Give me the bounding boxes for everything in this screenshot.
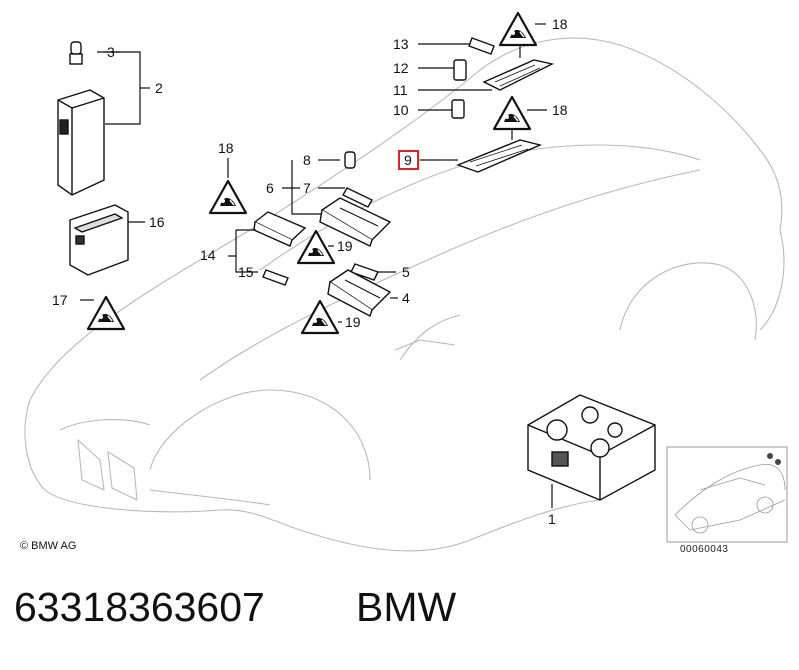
callout-8: 8 (303, 152, 311, 168)
bulb-3-icon (69, 41, 83, 65)
callout-2: 2 (155, 80, 163, 96)
warning-triangle-icon (300, 299, 340, 335)
diagram-reference-code: 00060043 (680, 544, 729, 555)
callout-18: 18 (218, 140, 234, 156)
callout-12: 12 (393, 60, 409, 76)
part-number: 63318363607 (14, 584, 265, 630)
callout-15: 15 (238, 264, 254, 280)
callout-17: 17 (52, 292, 68, 308)
lens-9-icon (456, 139, 543, 173)
callout-13: 13 (393, 36, 409, 52)
bulb-10-icon (451, 99, 465, 119)
callout-3: 3 (107, 44, 115, 60)
callout-14: 14 (200, 247, 216, 263)
callout-19: 19 (337, 238, 353, 254)
parts (57, 37, 656, 501)
callout-6: 6 (266, 180, 274, 196)
callout-16: 16 (149, 214, 165, 230)
lamp-14-icon (253, 211, 307, 247)
brand-name: BMW (356, 584, 457, 630)
bulb-13-icon (468, 37, 495, 55)
warning-triangle-icon (208, 179, 248, 215)
callout-1: 1 (548, 511, 556, 527)
lamp-unit-2-icon (57, 89, 105, 196)
callout-19: 19 (345, 314, 361, 330)
car-outline (24, 37, 785, 552)
callout-7: 7 (303, 180, 311, 196)
callout-10: 10 (393, 102, 409, 118)
lens-11-icon (482, 59, 555, 91)
bulb-5-icon (350, 263, 379, 281)
bulb-kit-box-1-icon (527, 394, 656, 501)
lamp-4-icon (327, 269, 392, 318)
warning-triangle-icon (296, 229, 336, 265)
inset-thumbnail (666, 446, 788, 543)
callout-labels: 3 2 18 16 17 14 15 8 6 7 19 5 4 19 13 12… (52, 16, 568, 527)
copyright-text: © BMW AG (20, 540, 77, 552)
lamp-6-icon (319, 197, 392, 247)
callout-11: 11 (393, 82, 408, 98)
lamp-16-icon (69, 204, 129, 276)
warning-triangle-icon (492, 95, 532, 131)
callout-18: 18 (552, 16, 568, 32)
callout-5: 5 (402, 264, 410, 280)
warning-triangle-icon (86, 295, 126, 331)
callout-9: 9 (404, 152, 412, 168)
bulb-8-icon (344, 151, 356, 169)
bulb-15-icon (262, 269, 289, 286)
highlight-box (398, 150, 419, 170)
callout-18: 18 (552, 102, 568, 118)
bulb-7-icon (342, 187, 373, 208)
callout-4: 4 (402, 290, 410, 306)
bulb-12-icon (453, 59, 467, 81)
leader-lines (80, 23, 553, 508)
warning-triangle-icon (498, 11, 538, 47)
